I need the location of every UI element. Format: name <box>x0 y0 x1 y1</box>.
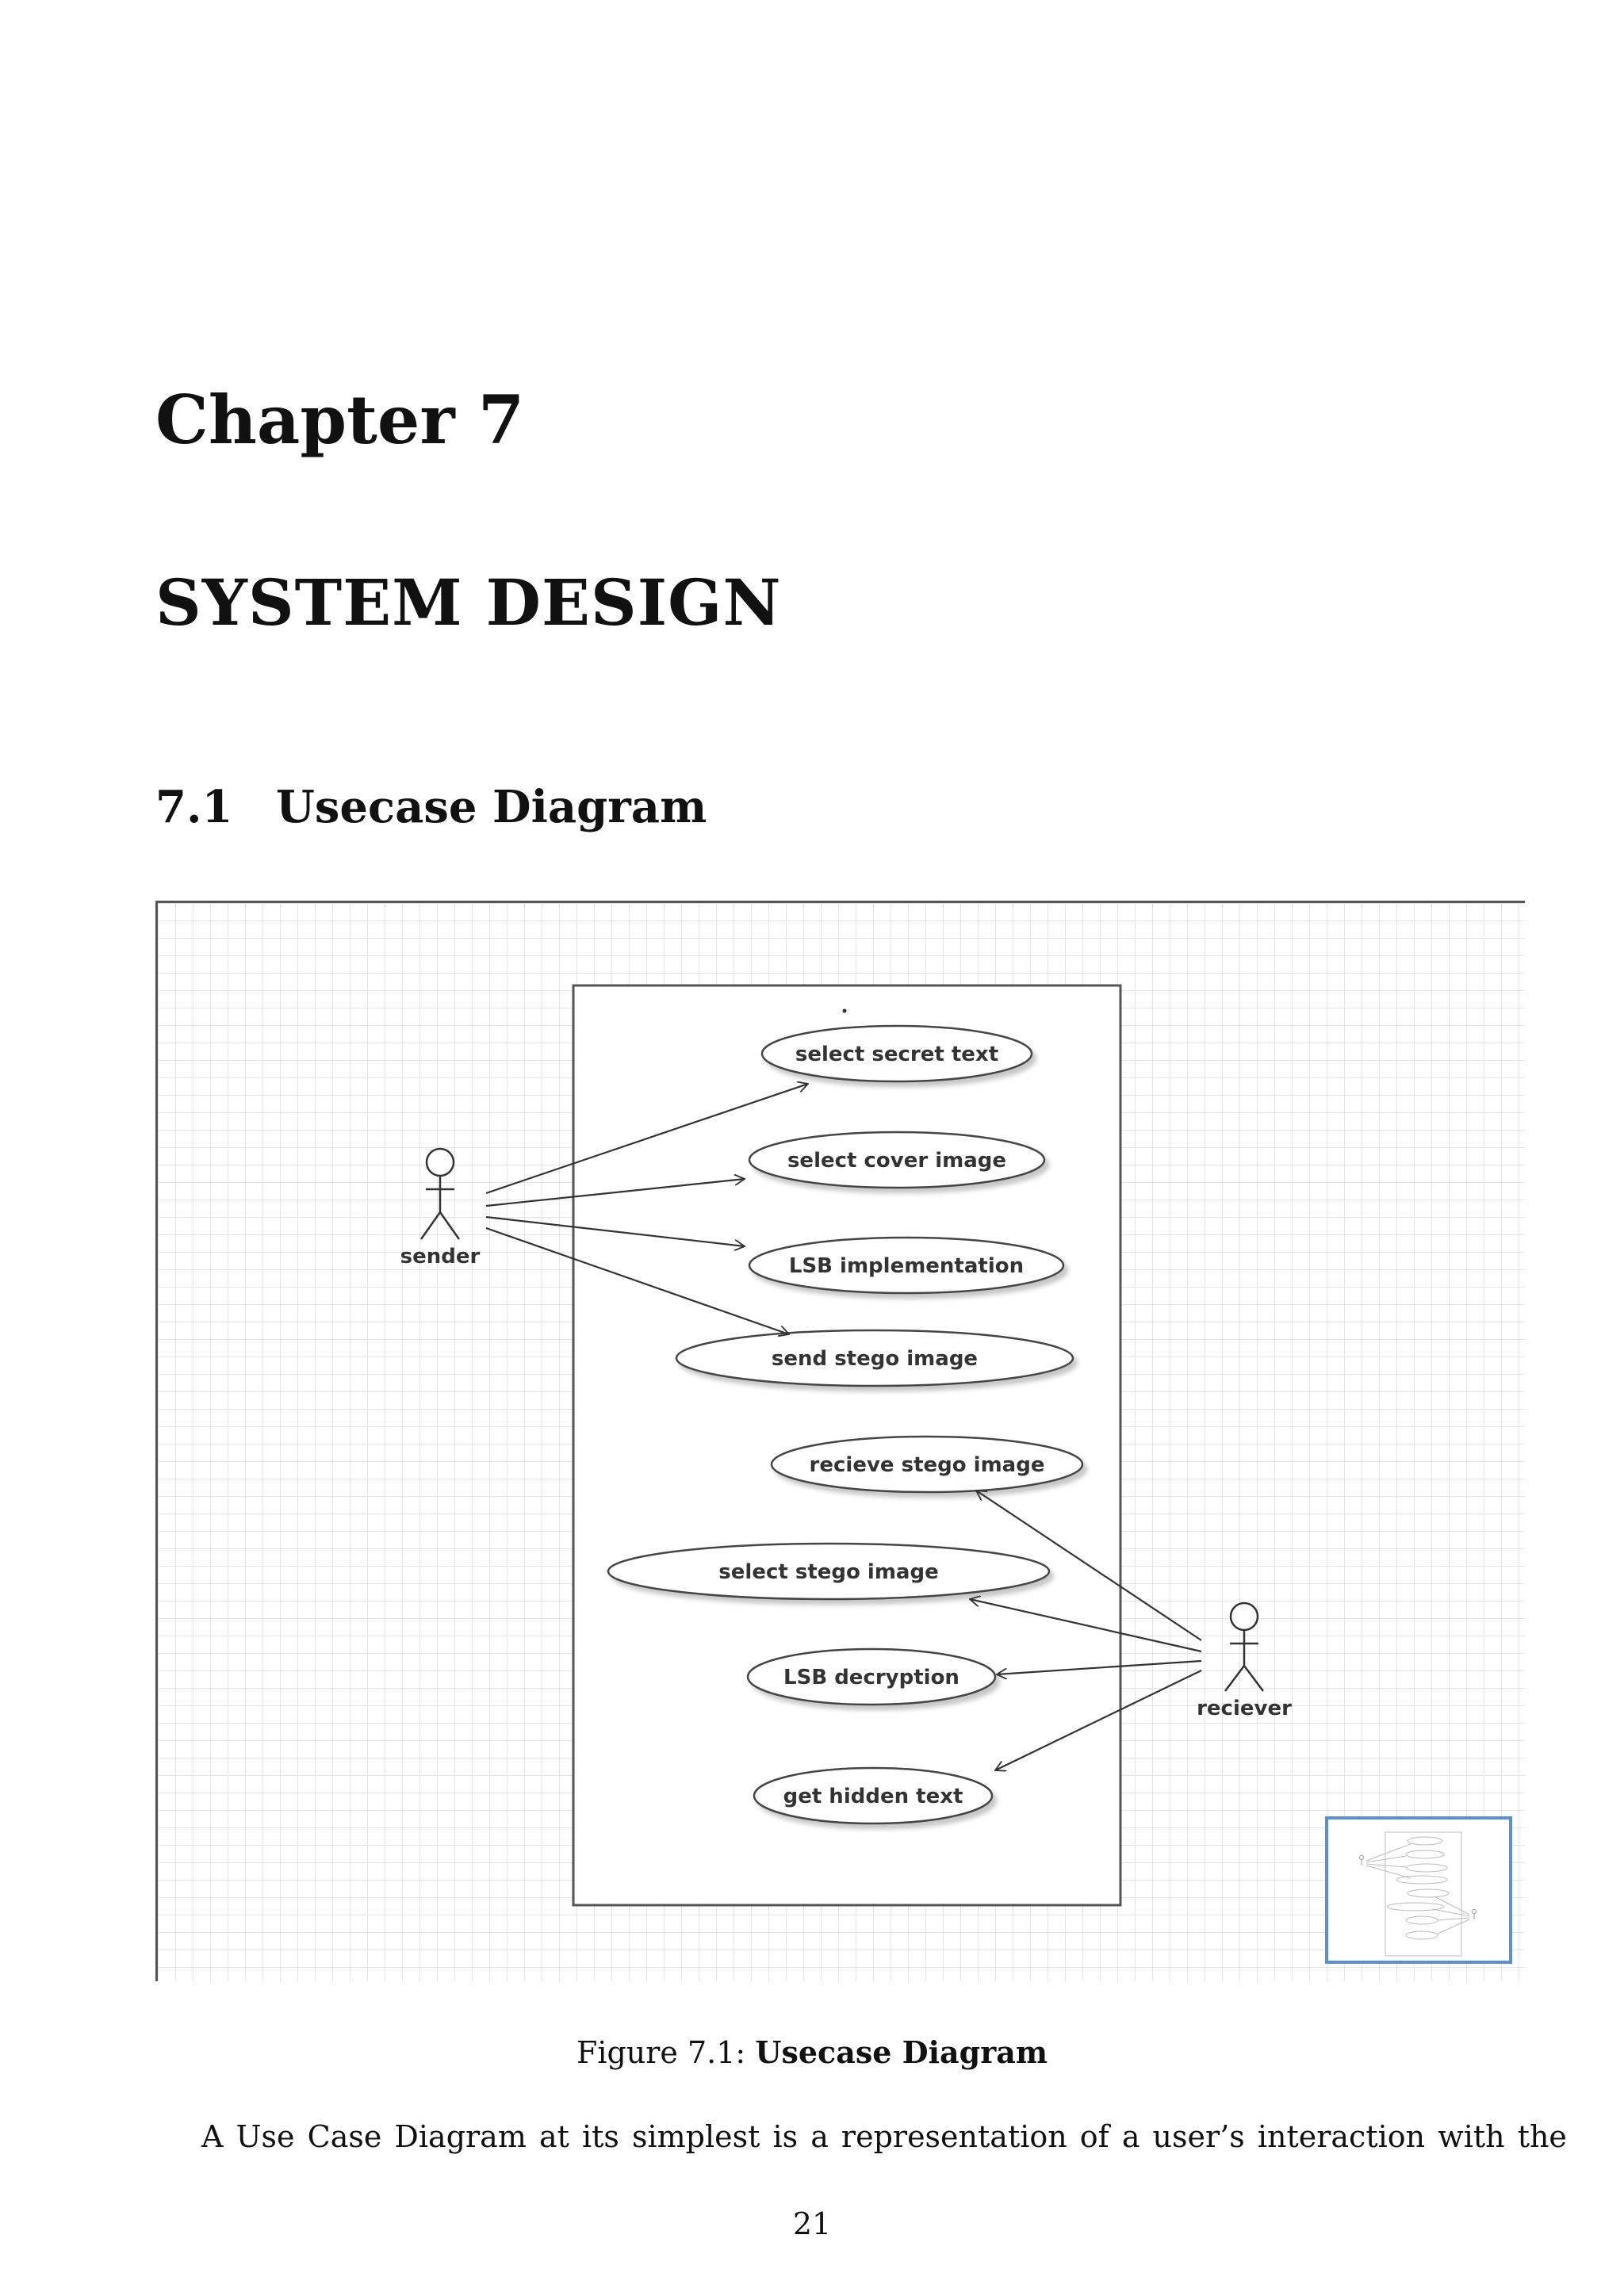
minimap-link <box>1365 1843 1411 1862</box>
use-case-label: LSB implementation <box>789 1254 1024 1278</box>
caption-prefix: Figure 7.1: <box>576 2035 746 2070</box>
receiver-actor <box>1224 1601 1264 1692</box>
body-paragraph: A Use Case Diagram at its simplest is a … <box>201 2119 1567 2154</box>
minimap-link <box>1434 1896 1470 1915</box>
use-case-label: send stego image <box>772 1347 978 1371</box>
figure-caption: Figure 7.1: Usecase Diagram <box>0 2038 1624 2068</box>
receiver-left-leg <box>1224 1665 1245 1692</box>
sender-actor <box>419 1147 461 1240</box>
use-case-ellipse <box>746 1647 997 1706</box>
association-arrow <box>485 1084 808 1195</box>
minimap-usecase <box>1405 1850 1445 1859</box>
use-case-get-hidden-text: get hidden text <box>753 1766 994 1825</box>
boundary-dot <box>842 1008 847 1013</box>
sender-label: sender <box>400 1245 481 1269</box>
minimap-link <box>1365 1855 1407 1863</box>
minimap-usecase <box>1405 1915 1438 1925</box>
minimap-actor-head <box>1472 1909 1477 1914</box>
use-case-ellipse <box>748 1131 1046 1189</box>
association-arrow <box>485 1226 789 1334</box>
chapter-title: SYSTEM DESIGN <box>155 565 782 640</box>
association-arrow <box>976 1490 1202 1641</box>
minimap-link <box>1365 1865 1411 1879</box>
association-arrow <box>995 1670 1202 1770</box>
use-case-select-secret-text: select secret text <box>760 1024 1033 1083</box>
minimap-link <box>1437 1917 1470 1921</box>
sender-head <box>425 1147 455 1177</box>
section-title: Usecase Diagram <box>276 781 707 833</box>
sender-left-leg <box>419 1211 442 1240</box>
minimap-preview <box>1359 1831 1477 1957</box>
minimap-usecase <box>1405 1931 1438 1940</box>
usecase-diagram-figure: sender reciever select secret text selec… <box>155 901 1525 1981</box>
use-case-ellipse <box>753 1766 994 1825</box>
caption-title: Usecase Diagram <box>755 2034 1048 2070</box>
minimap-link <box>1437 1919 1470 1934</box>
diagram-minimap[interactable] <box>1325 1816 1512 1964</box>
minimap-usecase <box>1407 1836 1443 1846</box>
use-case-ellipse <box>748 1236 1065 1295</box>
minimap-link <box>1365 1863 1407 1868</box>
use-case-lsb-decryption: LSB decryption <box>746 1647 997 1706</box>
minimap-boundary <box>1385 1831 1462 1957</box>
minimap-actor-head <box>1359 1855 1364 1860</box>
minimap-link <box>1432 1908 1470 1917</box>
use-case-ellipse <box>675 1329 1074 1387</box>
use-case-send-stego-image: send stego image <box>675 1329 1074 1387</box>
receiver-right-leg <box>1243 1665 1264 1692</box>
use-case-ellipse <box>770 1435 1084 1494</box>
minimap-usecase <box>1407 1888 1450 1898</box>
chapter-label: Chapter 7 <box>155 381 525 459</box>
use-case-select-cover-image: select cover image <box>748 1131 1046 1189</box>
section-number: 7.1 <box>155 781 233 833</box>
receiver-head <box>1229 1601 1259 1632</box>
association-arrow <box>997 1659 1202 1674</box>
use-case-label: select cover image <box>787 1149 1006 1173</box>
use-case-recieve-stego-image: recieve stego image <box>770 1435 1084 1494</box>
use-case-label: select stego image <box>718 1560 938 1584</box>
use-case-lsb-implementation: LSB implementation <box>748 1236 1065 1295</box>
use-case-ellipse <box>760 1024 1033 1083</box>
use-case-select-stego-image: select stego image <box>607 1542 1051 1601</box>
minimap-usecase <box>1396 1875 1448 1885</box>
association-arrow <box>485 1179 745 1207</box>
use-case-label: select secret text <box>795 1043 998 1066</box>
sender-right-leg <box>439 1211 461 1240</box>
use-case-label: get hidden text <box>783 1785 963 1808</box>
use-case-label: recieve stego image <box>810 1453 1045 1477</box>
association-arrow <box>970 1599 1202 1653</box>
page-number: 21 <box>792 2206 832 2241</box>
receiver-label: reciever <box>1197 1697 1292 1720</box>
minimap-usecase <box>1386 1902 1445 1911</box>
use-case-ellipse <box>607 1542 1051 1601</box>
usecase-diagram: sender reciever select secret text selec… <box>400 984 1292 1907</box>
association-arrow <box>485 1215 745 1246</box>
use-case-label: LSB decryption <box>783 1666 959 1689</box>
minimap-usecase <box>1405 1863 1448 1873</box>
